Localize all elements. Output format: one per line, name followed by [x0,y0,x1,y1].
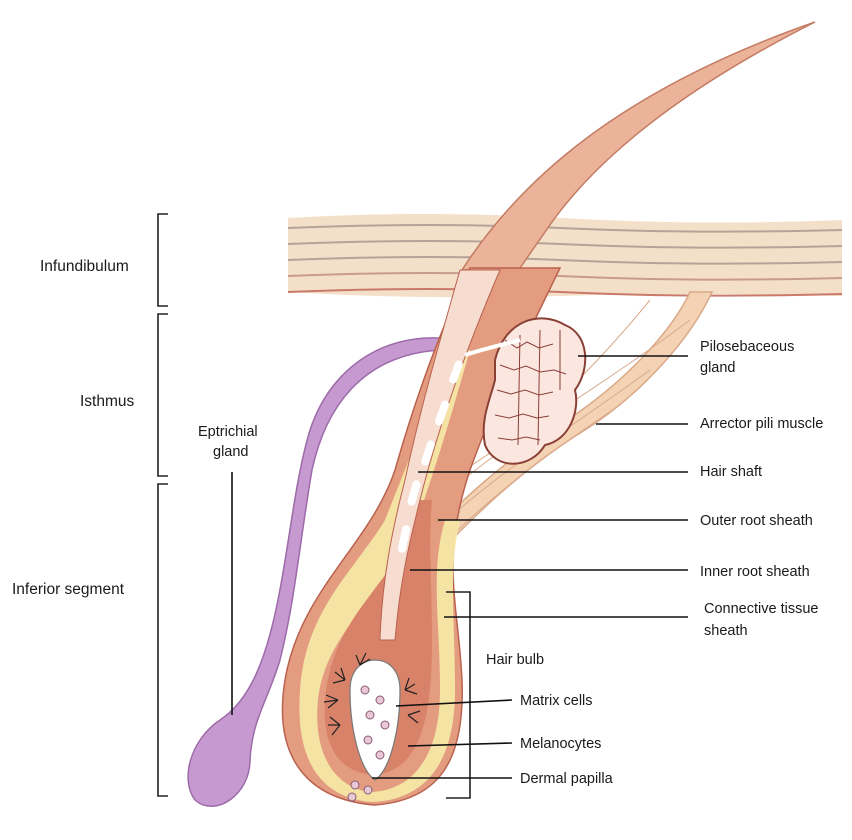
leader-matrix [395,699,513,707]
hair-shaft-above [460,21,816,271]
bracket-inferior [157,483,168,797]
label-connective-tissue-2: sheath [704,623,748,639]
skin-layers [287,214,843,298]
bracket-isthmus [157,313,168,477]
label-matrix-cells: Matrix cells [520,693,593,709]
bracket-infundibulum [157,213,168,307]
label-melanocytes: Melanocytes [520,736,601,752]
label-inferior-segment: Inferior segment [12,581,125,598]
label-inner-root-sheath: Inner root sheath [700,564,810,580]
label-isthmus: Isthmus [80,393,135,410]
label-connective-tissue-1: Connective tissue [704,601,818,617]
label-dermal-papilla: Dermal papilla [520,771,614,787]
eptrichial-gland [187,337,441,807]
label-pilosebaceous-1: Pilosebaceous [700,339,794,355]
label-hair-bulb: Hair bulb [486,652,544,668]
leader-melanocytes [407,742,513,747]
melanocytes [323,652,421,736]
label-eptrichial-1: Eptrichial [198,424,258,440]
label-pilosebaceous-2: gland [700,360,735,376]
pilosebaceous-gland [464,317,587,465]
bracket-hair-bulb [446,591,471,799]
label-eptrichial-2: gland [213,444,248,460]
dermal-papilla [347,659,401,802]
label-hair-shaft: Hair shaft [700,464,762,480]
label-outer-root-sheath: Outer root sheath [700,513,813,529]
label-infundibulum: Infundibulum [40,258,129,275]
label-arrector-pili: Arrector pili muscle [700,416,823,432]
